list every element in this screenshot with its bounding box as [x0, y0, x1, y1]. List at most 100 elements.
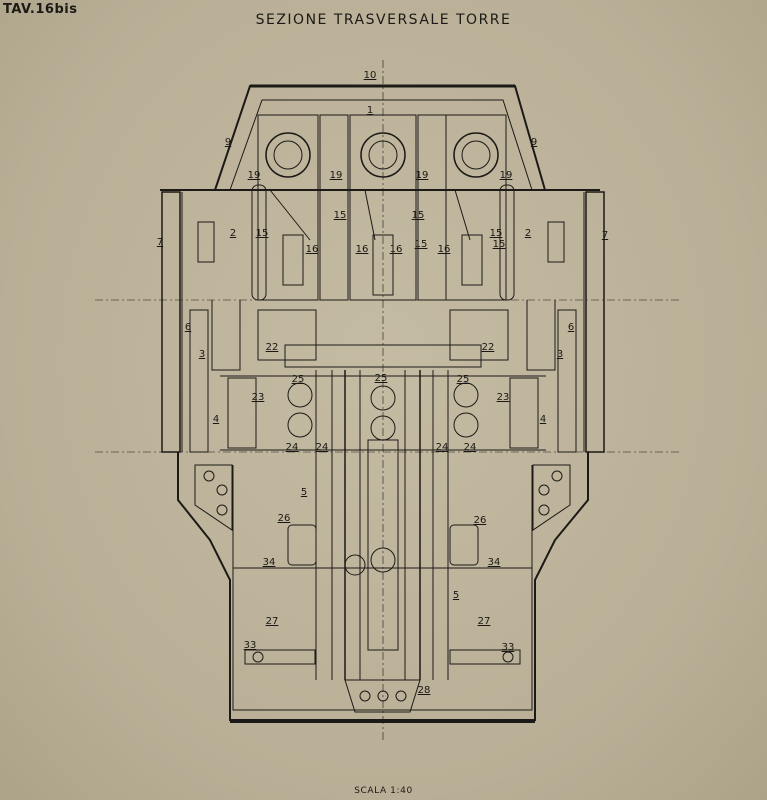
elevating-wheel-right — [453, 132, 499, 178]
barbette-wall-left — [161, 191, 181, 453]
part-label-24: 24 — [436, 442, 449, 453]
part-label-3: 3 — [199, 349, 205, 360]
part-label-24: 24 — [464, 442, 477, 453]
part-label-26: 26 — [278, 513, 291, 524]
part-label-33: 33 — [502, 642, 515, 653]
chamber-box-left — [257, 309, 317, 361]
part-label-9: 9 — [225, 137, 231, 148]
part-label-16: 16 — [438, 244, 451, 255]
part-label-15: 15 — [334, 210, 347, 221]
part-label-15: 15 — [493, 239, 506, 250]
part-label-25: 25 — [375, 373, 388, 384]
breech-right — [461, 234, 483, 286]
trunk-left — [189, 309, 209, 453]
part-label-34: 34 — [488, 557, 501, 568]
machinery-left — [227, 377, 257, 449]
trunk-right — [557, 309, 577, 453]
part-label-15: 15 — [412, 210, 425, 221]
elevating-wheel-left — [265, 132, 311, 178]
part-label-2: 2 — [230, 228, 236, 239]
part-label-3: 3 — [557, 349, 563, 360]
turntable-gear — [344, 554, 366, 576]
loading-gear — [284, 344, 482, 368]
part-label-19: 19 — [500, 170, 513, 181]
part-label-24: 24 — [286, 442, 299, 453]
handling-room-inner — [232, 465, 533, 711]
part-label-22: 22 — [266, 342, 279, 353]
gun-mount-left — [257, 114, 319, 301]
winch-centre — [370, 385, 396, 411]
part-label-34: 34 — [263, 557, 276, 568]
ram-right — [499, 184, 515, 301]
part-label-25: 25 — [292, 374, 305, 385]
part-label-2: 2 — [525, 228, 531, 239]
plate-number: TAV.16bis — [3, 2, 78, 17]
part-label-16: 16 — [390, 244, 403, 255]
part-label-33: 33 — [244, 640, 257, 651]
part-label-24: 24 — [316, 442, 329, 453]
part-label-1: 1 — [367, 105, 373, 116]
slide-left — [319, 114, 349, 301]
part-label-27: 27 — [478, 616, 491, 627]
ram-left — [251, 184, 267, 301]
chamber-wall-left — [211, 300, 241, 371]
turret-roof-inner — [229, 99, 533, 191]
gun-mount-row — [251, 114, 515, 301]
slide-right — [417, 114, 447, 301]
chamber-box-right — [449, 309, 509, 361]
part-label-10: 10 — [364, 70, 377, 81]
hoist-cage-centre — [367, 439, 399, 651]
part-label-15: 15 — [415, 239, 428, 250]
breech-centre — [372, 234, 394, 296]
gun-mount-right — [445, 114, 507, 301]
part-label-16: 16 — [356, 244, 369, 255]
equipment-left — [197, 221, 215, 263]
part-label-15: 15 — [490, 228, 503, 239]
part-label-15: 15 — [256, 228, 269, 239]
part-label-23: 23 — [252, 392, 265, 403]
scale-note: SCALA 1:40 — [354, 786, 413, 796]
lower-hull-outline — [177, 452, 589, 721]
pump-left — [244, 649, 316, 665]
part-label-22: 22 — [482, 342, 495, 353]
shell-bogie-left — [287, 524, 317, 566]
equipment-right — [547, 221, 565, 263]
part-label-9: 9 — [531, 137, 537, 148]
part-label-19: 19 — [416, 170, 429, 181]
part-label-5: 5 — [453, 590, 459, 601]
shell-bogie-right — [449, 524, 479, 566]
drawing-title: SEZIONE TRASVERSALE TORRE — [255, 12, 512, 28]
part-label-19: 19 — [248, 170, 261, 181]
base-pivot — [344, 679, 421, 713]
turret-roof-outline — [213, 85, 547, 191]
part-label-6: 6 — [185, 322, 191, 333]
elevating-wheel-centre — [360, 132, 406, 178]
chamber-wall-right — [526, 300, 556, 371]
winch-left — [287, 382, 313, 408]
part-label-5: 5 — [301, 487, 307, 498]
part-label-7: 7 — [602, 230, 608, 241]
part-label-26: 26 — [474, 515, 487, 526]
part-label-23: 23 — [497, 392, 510, 403]
part-label-28: 28 — [418, 685, 431, 696]
winch-right — [453, 382, 479, 408]
pump-right — [449, 649, 521, 665]
part-label-4: 4 — [213, 414, 219, 425]
part-label-16: 16 — [306, 244, 319, 255]
gun-mount-centre — [349, 114, 417, 301]
barbette-wall-right — [585, 191, 605, 453]
part-label-7: 7 — [157, 237, 163, 248]
part-label-19: 19 — [330, 170, 343, 181]
machinery-right — [509, 377, 539, 449]
part-label-4: 4 — [540, 414, 546, 425]
breech-left — [282, 234, 304, 286]
bracket-right — [532, 464, 571, 531]
part-label-27: 27 — [266, 616, 279, 627]
part-label-25: 25 — [457, 374, 470, 385]
part-label-6: 6 — [568, 322, 574, 333]
bracket-left — [194, 464, 233, 531]
hoist-trunk — [315, 370, 449, 680]
